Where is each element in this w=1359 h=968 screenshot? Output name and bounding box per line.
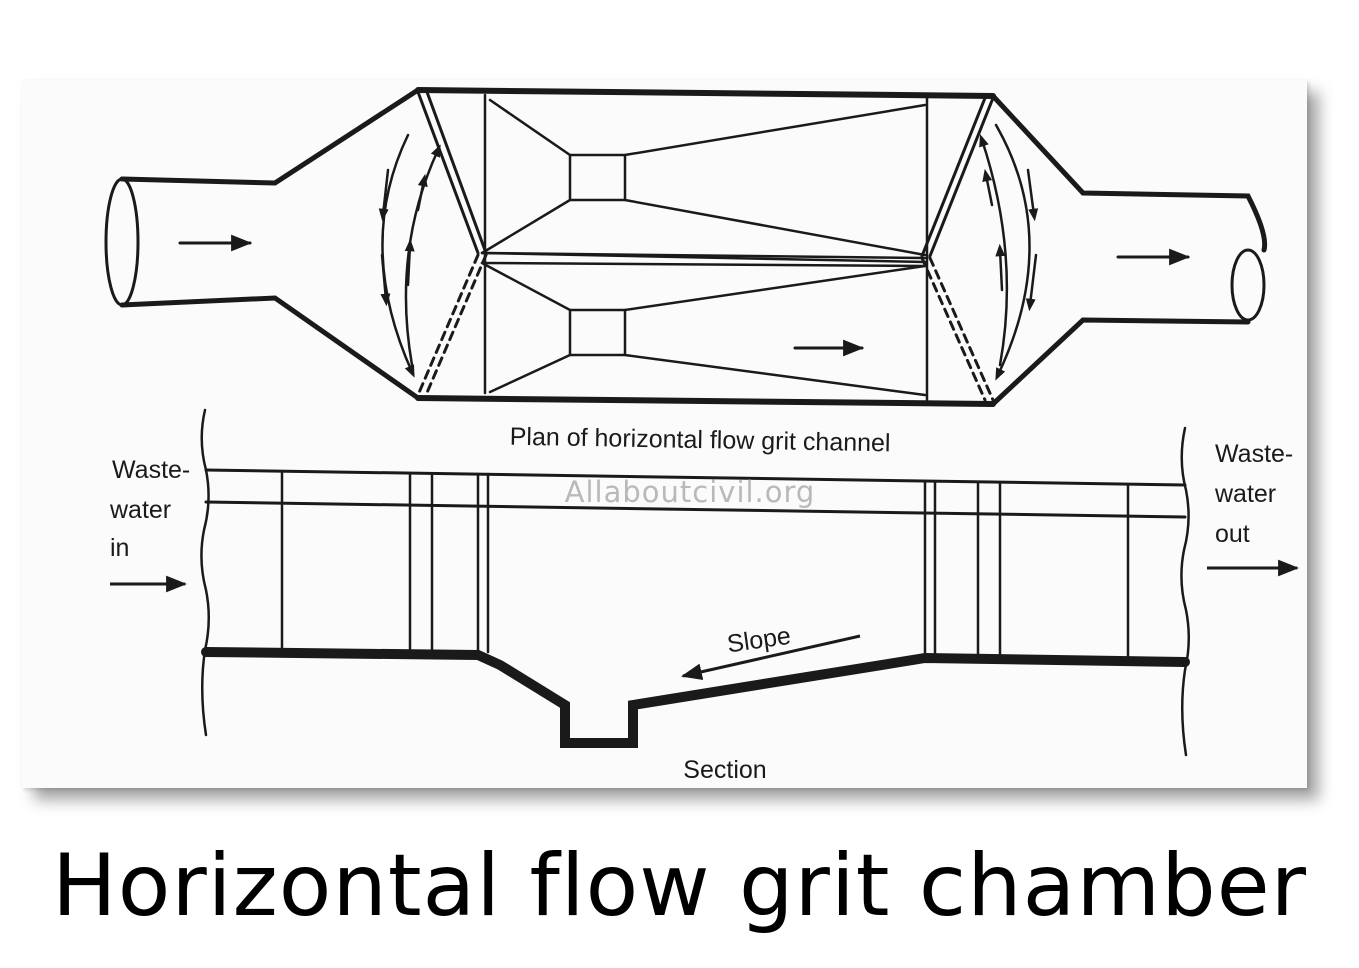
chamber-top-wall: [415, 87, 996, 99]
svg-text:out: out: [1215, 520, 1250, 548]
inlet-baffle: [416, 90, 488, 397]
svg-text:water: water: [1214, 480, 1276, 508]
right-break-line: [1180, 426, 1190, 757]
plan-label: Plan of horizontal flow grit channel: [510, 423, 891, 458]
section-verticals: [280, 470, 1130, 662]
inlet-label: Waste- water in: [109, 456, 190, 562]
left-break-line: [200, 408, 210, 737]
outlet-pipe: [990, 93, 1268, 407]
section-label: Section: [683, 756, 766, 784]
slope-arrow: [680, 634, 861, 681]
right-circulation-arrows: [979, 123, 1039, 381]
svg-text:Waste-: Waste-: [112, 456, 190, 484]
outlet-baffle: [920, 96, 995, 402]
svg-text:water: water: [109, 496, 171, 524]
chamber-bottom-wall: [415, 395, 996, 407]
diagram-card: [22, 80, 1307, 788]
outlet-label: Waste- water out: [1214, 440, 1293, 548]
plan-view: [104, 87, 1268, 407]
grit-hopper-plan: [480, 98, 927, 397]
figure-caption: Horizontal flow grit chamber: [52, 836, 1307, 936]
channel-floor: [201, 647, 1190, 748]
svg-text:Waste-: Waste-: [1215, 440, 1293, 468]
left-circulation-arrows: [378, 133, 441, 378]
inlet-pipe: [104, 87, 421, 401]
watermark: Allaboutcivil.org: [565, 475, 816, 509]
svg-text:in: in: [110, 534, 129, 562]
section-view: [200, 408, 1190, 757]
